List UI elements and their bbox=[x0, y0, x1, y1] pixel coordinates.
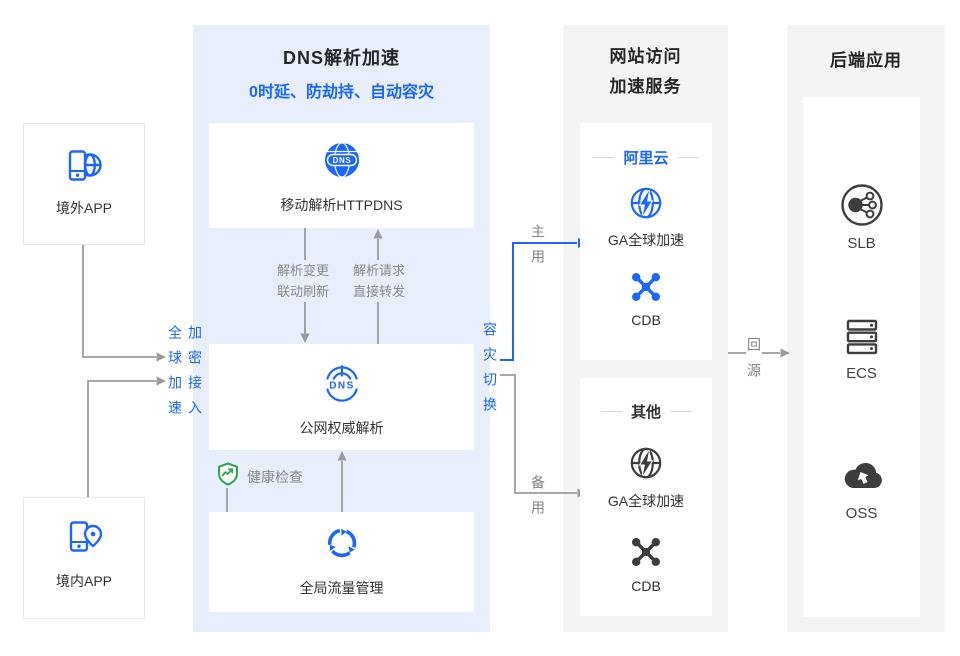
header-dash-left bbox=[593, 157, 615, 158]
health-shield-icon bbox=[218, 462, 238, 486]
change-flow-line2: 联动刷新 bbox=[276, 284, 329, 299]
aliyun-ga-label: GA全球加速 bbox=[607, 232, 685, 248]
aliyun-group-node: 阿里云 GA全球加速 CDB bbox=[580, 123, 712, 360]
authoritative-dns-node: DNS 公网权威解析 bbox=[209, 344, 474, 450]
overseas-app-node: 境外APP bbox=[23, 123, 145, 245]
svg-text:DNS: DNS bbox=[329, 381, 355, 392]
ecs-icon bbox=[846, 319, 877, 355]
ecs-label: ECS bbox=[846, 365, 877, 382]
dns-resolution-icon: DNS bbox=[326, 365, 358, 402]
aliyun-cdb-label: CDB bbox=[631, 312, 661, 328]
change-flow-line1: 解析变更 bbox=[276, 263, 329, 278]
domestic-app-node: 境内APP bbox=[23, 497, 145, 619]
overseas-app-label: 境外APP bbox=[55, 200, 112, 216]
primary-route-label: 主用 bbox=[530, 224, 546, 274]
oss-icon bbox=[844, 462, 882, 489]
arrowhead-domestic bbox=[156, 376, 166, 386]
backup-route-label: 备用 bbox=[530, 475, 546, 525]
global-acceleration-label: 全球加速 bbox=[167, 325, 183, 425]
connector-domestic-to-panel bbox=[87, 380, 156, 497]
authoritative-dns-label: 公网权威解析 bbox=[299, 420, 384, 436]
svg-text:DNS: DNS bbox=[333, 156, 352, 165]
backend-panel-title: 后端应用 bbox=[830, 51, 902, 70]
phone-pin-icon bbox=[69, 521, 103, 552]
other-group-node: 其他 GA全球加速 CDB bbox=[580, 378, 712, 616]
other-cdb-label: CDB bbox=[631, 578, 661, 594]
failover-label: 容灾切换 bbox=[482, 322, 498, 422]
slb-group: SLB bbox=[803, 182, 920, 252]
slb-icon bbox=[840, 184, 883, 226]
request-flow-label: 解析请求 直接转发 bbox=[346, 260, 412, 302]
phone-globe-icon bbox=[68, 150, 102, 181]
slb-label: SLB bbox=[847, 235, 876, 252]
back-to-origin-label: 回源 bbox=[746, 335, 762, 391]
oss-label: OSS bbox=[845, 505, 878, 522]
header-dash-right bbox=[677, 157, 699, 158]
gtm-label: 全局流量管理 bbox=[299, 580, 384, 596]
web-panel-title-line1: 网站访问 bbox=[609, 47, 682, 66]
other-ga-label: GA全球加速 bbox=[607, 493, 685, 509]
other-group-header: 其他 bbox=[580, 401, 712, 422]
httpdns-label: 移动解析HTTPDNS bbox=[280, 197, 403, 213]
gtm-node: 全局流量管理 bbox=[209, 512, 474, 612]
encrypted-access-label: 加密接入 bbox=[187, 325, 203, 425]
other-header-text: 其他 bbox=[630, 404, 661, 421]
header-dash-left bbox=[600, 411, 622, 412]
httpdns-icon: DNS bbox=[325, 142, 359, 178]
dns-panel-title: DNS解析加速 bbox=[282, 48, 400, 68]
cdb-icon bbox=[632, 273, 660, 301]
health-check-label: 健康检查 bbox=[247, 469, 303, 485]
request-flow-line1: 解析请求 bbox=[352, 263, 405, 278]
aliyun-group-header: 阿里云 bbox=[580, 147, 712, 168]
oss-group: OSS bbox=[803, 456, 920, 522]
ecs-group: ECS bbox=[803, 318, 920, 382]
change-flow-label: 解析变更 联动刷新 bbox=[270, 260, 336, 302]
arrowhead-overseas bbox=[156, 352, 166, 362]
aliyun-header-text: 阿里云 bbox=[623, 150, 669, 167]
backend-apps-node: SLB ECS OSS bbox=[803, 97, 920, 617]
gtm-icon bbox=[327, 528, 357, 558]
dns-panel-subtitle: 0时延、防劫持、自动容灾 bbox=[249, 84, 434, 101]
cdb-icon-dark bbox=[632, 538, 660, 566]
httpdns-node: DNS 移动解析HTTPDNS bbox=[209, 123, 474, 228]
ga-icon bbox=[630, 187, 662, 219]
connector-overseas-to-panel bbox=[82, 243, 156, 358]
domestic-app-label: 境内APP bbox=[55, 573, 112, 589]
request-flow-line2: 直接转发 bbox=[352, 284, 405, 299]
header-dash-right bbox=[670, 411, 691, 412]
web-panel-title-line2: 加速服务 bbox=[609, 77, 682, 96]
ga-icon-dark bbox=[630, 447, 662, 479]
